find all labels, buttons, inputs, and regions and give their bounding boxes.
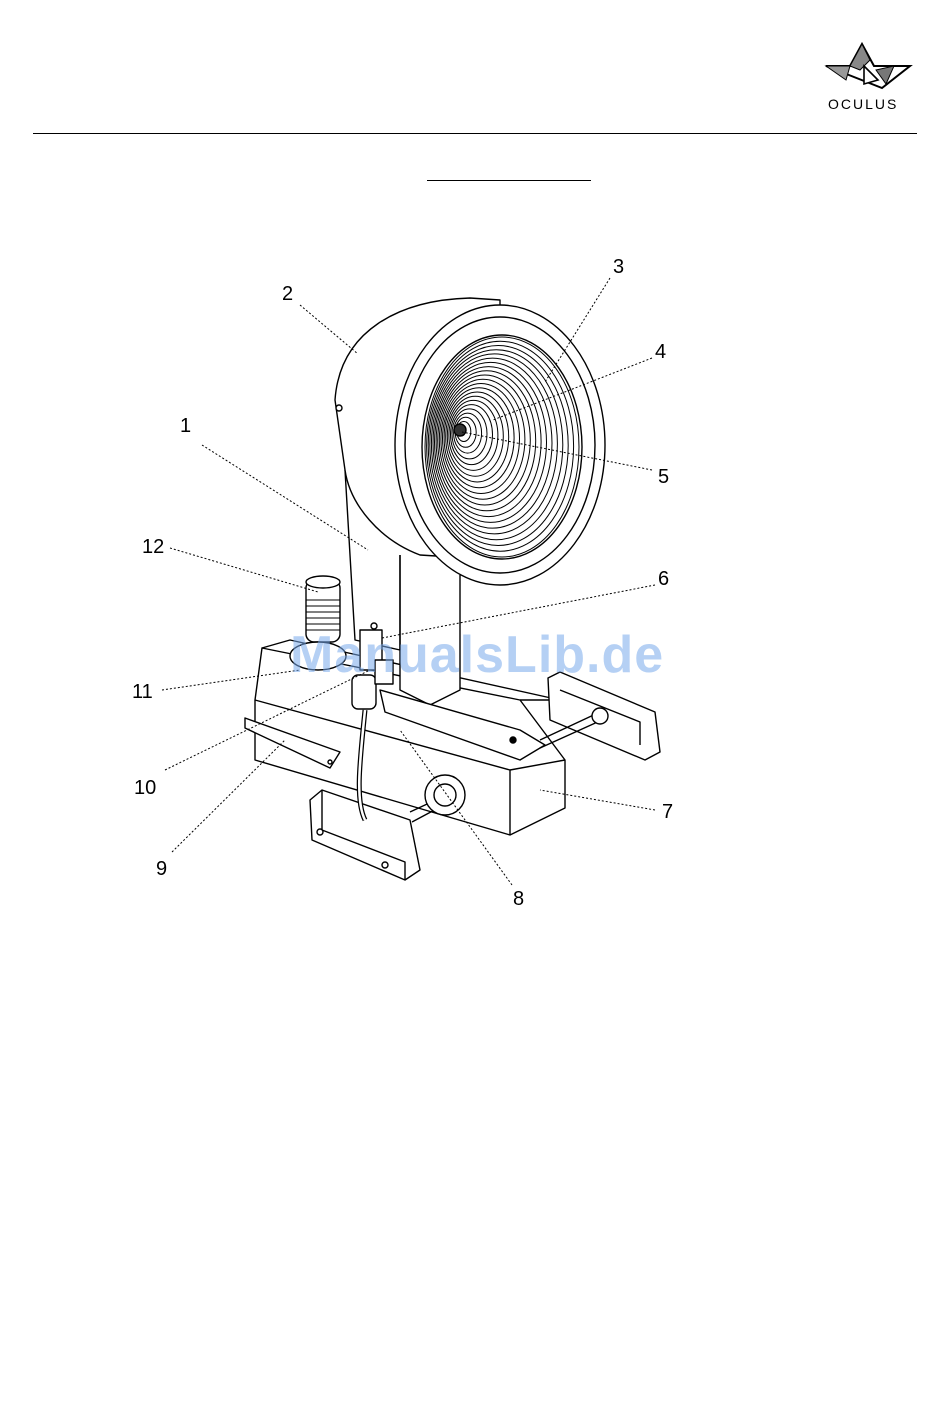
watermark: ManualsLib.de [290,625,664,685]
callout-1: 1 [180,415,191,437]
callout-6: 6 [658,568,669,590]
callout-4: 4 [655,341,666,363]
callout-7: 7 [662,801,673,823]
callout-5: 5 [658,466,669,488]
callout-11: 11 [132,681,153,703]
callout-9: 9 [156,858,167,880]
callout-12: 12 [142,536,164,558]
callout-3: 3 [613,256,624,278]
callout-10: 10 [134,777,156,799]
callout-8: 8 [513,888,524,910]
callout-2: 2 [282,283,293,305]
